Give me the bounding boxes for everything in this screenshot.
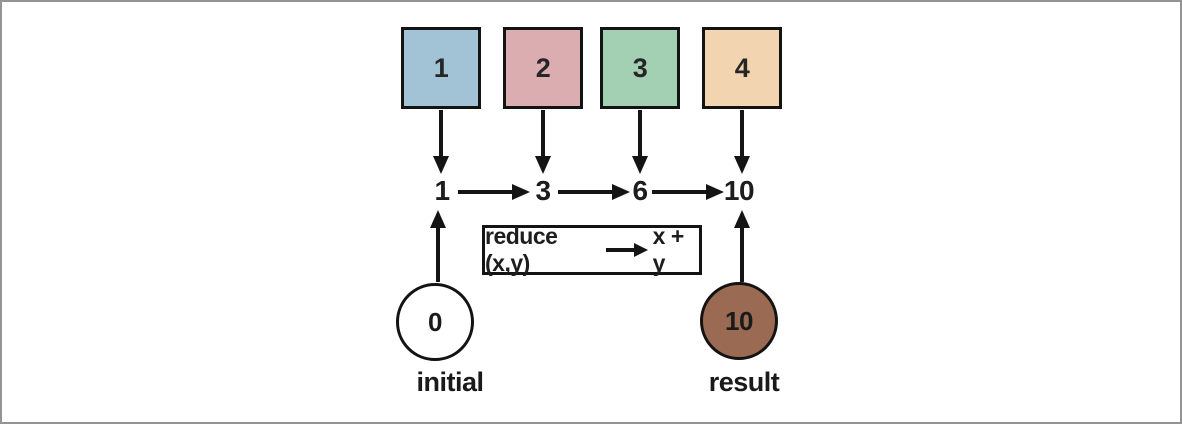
arrow-up-icon — [429, 210, 447, 282]
initial-value: 0 — [428, 306, 442, 337]
input-box-1-value: 1 — [433, 52, 449, 83]
reduce-operation-suffix: x + y — [652, 223, 685, 276]
input-box-3-value: 3 — [632, 52, 648, 83]
accumulator-step-2: 3 — [535, 175, 551, 206]
accumulator-step-4: 10 — [723, 175, 755, 206]
arrow-down-icon — [631, 110, 649, 174]
arrow-down-icon — [432, 110, 450, 174]
arrow-down-icon — [534, 110, 552, 174]
arrow-up-icon — [733, 210, 751, 282]
initial-value-circle: 0 — [396, 283, 474, 361]
arrow-right-icon — [605, 242, 648, 258]
reduce-operation-prefix: reduce (x,y) — [485, 223, 558, 276]
input-box-4-value: 4 — [734, 52, 750, 83]
input-box-2: 2 — [503, 27, 583, 109]
arrow-right-icon — [558, 183, 630, 201]
initial-caption: initial — [416, 367, 484, 397]
arrow-down-icon — [733, 110, 751, 174]
input-box-1: 1 — [401, 27, 481, 109]
input-box-2-value: 2 — [535, 52, 551, 83]
result-caption: result — [708, 367, 780, 397]
arrow-right-icon — [652, 183, 724, 201]
input-box-3: 3 — [600, 27, 680, 109]
reduce-operation-box: reduce (x,y) x + y — [482, 223, 702, 276]
accumulator-step-1: 1 — [434, 175, 450, 206]
result-value-circle: 10 — [700, 282, 778, 360]
arrow-right-icon — [458, 183, 530, 201]
input-box-4: 4 — [702, 27, 782, 109]
accumulator-step-3: 6 — [632, 175, 648, 206]
result-value: 10 — [725, 305, 753, 336]
